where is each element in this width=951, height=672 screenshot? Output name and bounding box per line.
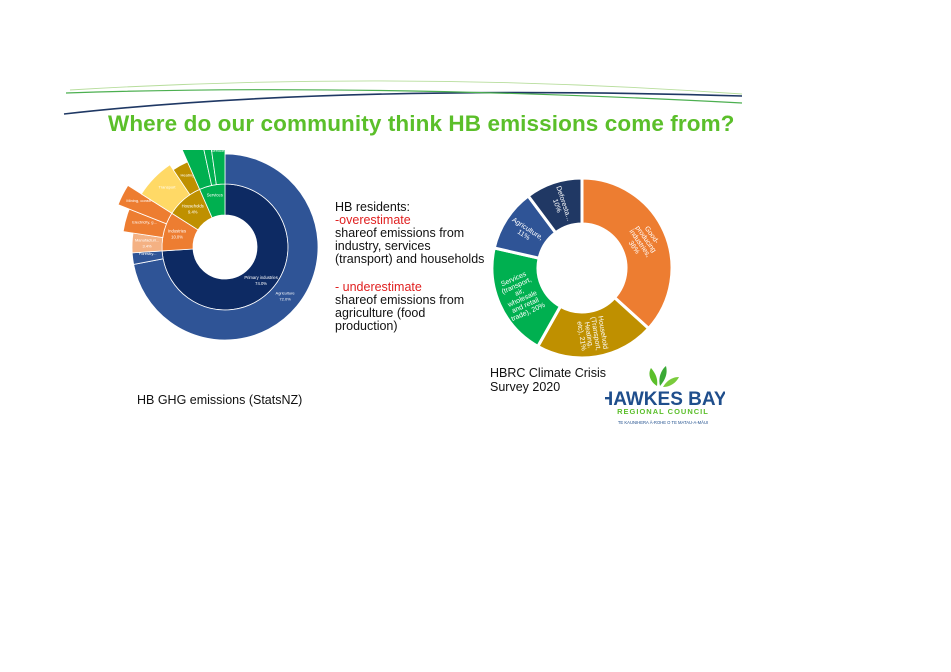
sunburst-inner-label: Primary industries bbox=[244, 275, 278, 280]
donut-slice-good-producing-industries bbox=[580, 176, 674, 331]
sunburst-outer-label: Agriculture bbox=[276, 291, 296, 296]
sunburst-inner-value: 9.4% bbox=[188, 209, 198, 214]
donut-chart: Good-producingindustries,36%Household(Tr… bbox=[490, 176, 674, 358]
donut-slice-household-transport bbox=[535, 295, 651, 358]
hbrc-logo: HAWKES BAY REGIONAL COUNCIL TE KAUNIHERA… bbox=[605, 366, 725, 425]
logo-name: HAWKES BAY bbox=[605, 389, 725, 410]
sunburst-outer-label: Transport bbox=[159, 184, 177, 189]
callout-line-4: industry, services bbox=[335, 239, 431, 253]
logo-sub: REGIONAL COUNCIL bbox=[617, 407, 709, 416]
swoosh-line-navy bbox=[63, 91, 743, 115]
callout-underestimate: - underestimate bbox=[335, 280, 422, 294]
sunburst-inner-value: 10.0% bbox=[171, 235, 183, 240]
right-chart-caption-line-2: Survey 2020 bbox=[490, 380, 561, 394]
sunburst-inner-value: 74.0% bbox=[255, 281, 267, 286]
header-swoosh bbox=[63, 80, 743, 115]
sunburst-outer-agriculture bbox=[133, 153, 319, 341]
donut-slice-label: air, bbox=[514, 288, 525, 298]
swoosh-line-lightgreen bbox=[69, 80, 743, 95]
sunburst-outer-label: Manufacturi... bbox=[135, 238, 159, 243]
swoosh-line-green bbox=[65, 89, 743, 104]
donut-slice-label: Heating, bbox=[583, 321, 594, 348]
callout-line-9: production) bbox=[335, 319, 398, 333]
right-chart-caption-line-1: HBRC Climate Crisis bbox=[490, 366, 606, 380]
logo-tagline: TE KAUNIHERA Ā-ROHE O TE MATAU-A-MĀUI bbox=[618, 420, 708, 425]
sunburst-inner-label: Households bbox=[182, 203, 204, 208]
callout-line-1: HB residents: bbox=[335, 200, 411, 214]
page-title: Where do our community think HB emission… bbox=[108, 111, 735, 136]
sunburst-outer-label: Services bbox=[211, 150, 226, 153]
callout-line-3: shareof emissions from bbox=[335, 226, 465, 240]
donut-label-group: Household(Transport,Heating,etc), 21% bbox=[575, 315, 608, 351]
left-chart-caption: HB GHG emissions (StatsNZ) bbox=[137, 393, 303, 407]
sunburst-outer-value: 3.4% bbox=[143, 244, 153, 249]
sunburst-outer-value: 72.0% bbox=[279, 297, 291, 302]
callout-overestimate: -overestimate bbox=[335, 213, 411, 227]
leaf-icon bbox=[649, 366, 679, 387]
callout-line-7: shareof emissions from bbox=[335, 293, 465, 307]
donut-slice-deforesta bbox=[526, 176, 584, 235]
callout-line-8: agriculture (food bbox=[335, 306, 426, 320]
sunburst-outer-services bbox=[211, 150, 226, 186]
sunburst-outer-label: Electricity, g… bbox=[132, 219, 157, 224]
sunburst-outer-label: Forestry... bbox=[139, 251, 157, 256]
sunburst-outer-label: Heating bbox=[181, 173, 195, 178]
donut-slice-label: 10% bbox=[551, 198, 562, 214]
sunburst-inner-label: Services bbox=[207, 193, 223, 198]
callout-line-5: (transport) and households bbox=[335, 252, 485, 266]
donut-slice-label: etc), 21% bbox=[575, 321, 587, 351]
sunburst-outer-label: Mining, constr… bbox=[126, 198, 155, 203]
sunburst-inner-label: Industries bbox=[168, 229, 186, 234]
